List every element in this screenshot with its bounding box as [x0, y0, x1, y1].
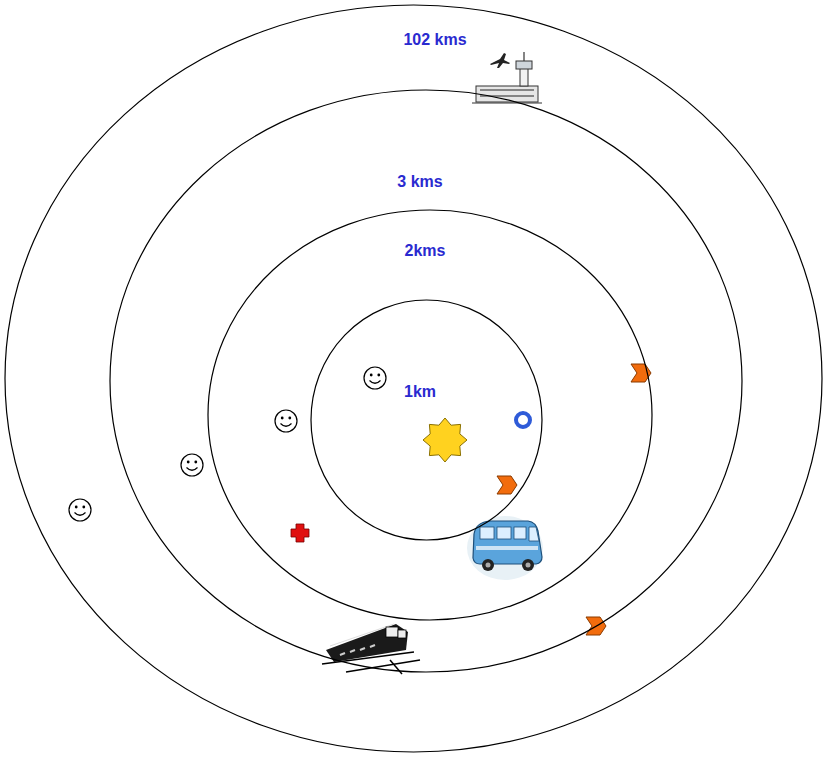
airport-icon	[472, 52, 542, 103]
chevron-marker	[497, 476, 517, 494]
distance-label: 102 kms	[403, 31, 466, 49]
bus-icon	[467, 516, 543, 580]
centre-star	[423, 418, 467, 462]
person-icon	[69, 499, 91, 521]
person-icon	[364, 367, 386, 389]
distance-ring: 1km	[311, 300, 542, 540]
ring-outline	[208, 210, 652, 620]
chevron-marker	[631, 364, 651, 382]
distance-ring: 102 kms 3 kms 2kms 1km	[5, 5, 822, 752]
ring-marker	[516, 413, 530, 427]
distance-label: 1km	[404, 383, 436, 401]
distance-label: 3 kms	[397, 173, 442, 191]
train-icon	[322, 624, 420, 674]
ring-outline	[311, 300, 542, 540]
ring-outline	[5, 5, 822, 752]
person-icon	[181, 454, 203, 476]
hospital-cross	[291, 524, 309, 542]
distance-label: 2kms	[405, 242, 446, 260]
distance-ring: 2kms 1km	[208, 210, 652, 620]
distance-ring: 3 kms 2kms 1km	[110, 90, 742, 672]
person-icon	[275, 410, 297, 432]
